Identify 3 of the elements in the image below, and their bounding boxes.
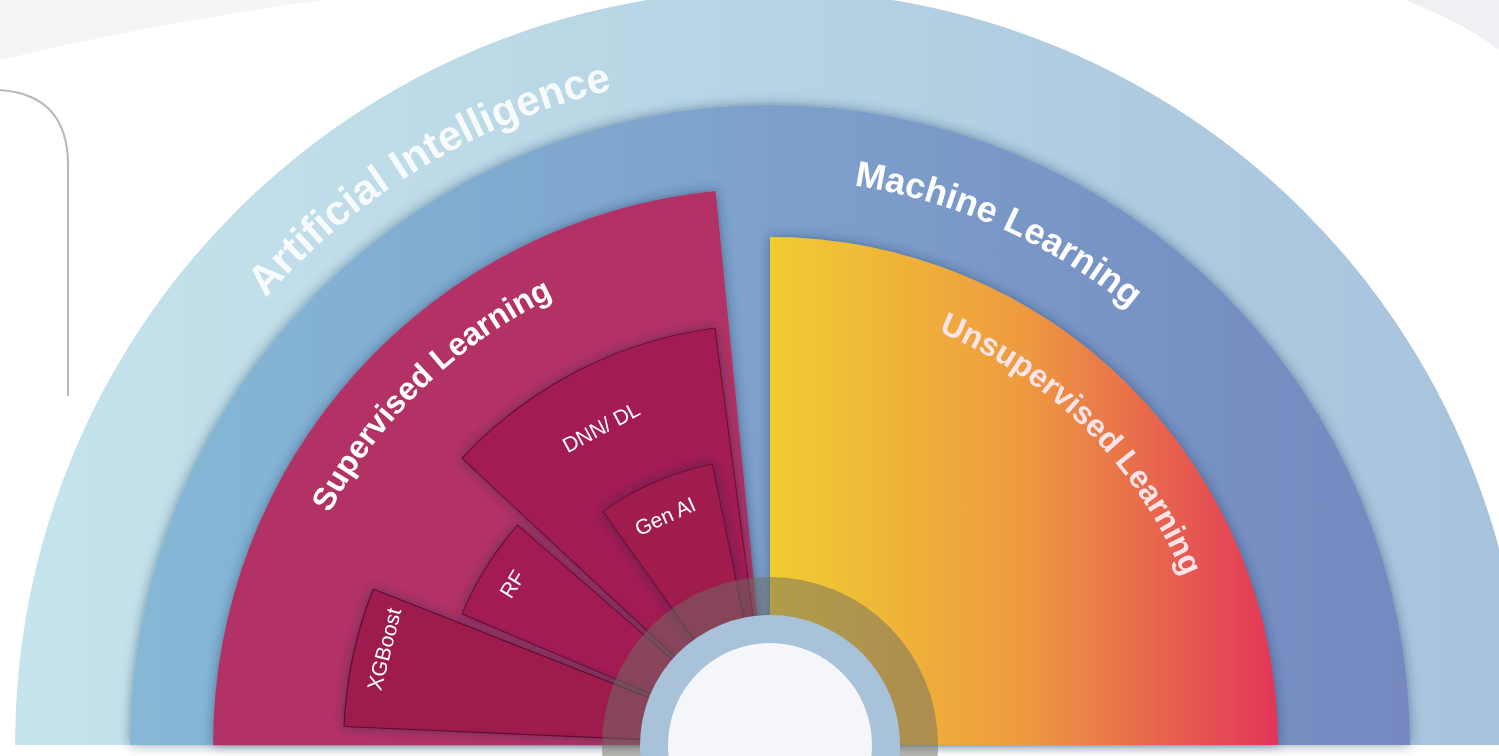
sector-label: XGBoost xyxy=(363,605,405,692)
sector-label: RF xyxy=(495,566,529,602)
sector-label: Gen AI xyxy=(631,492,700,539)
